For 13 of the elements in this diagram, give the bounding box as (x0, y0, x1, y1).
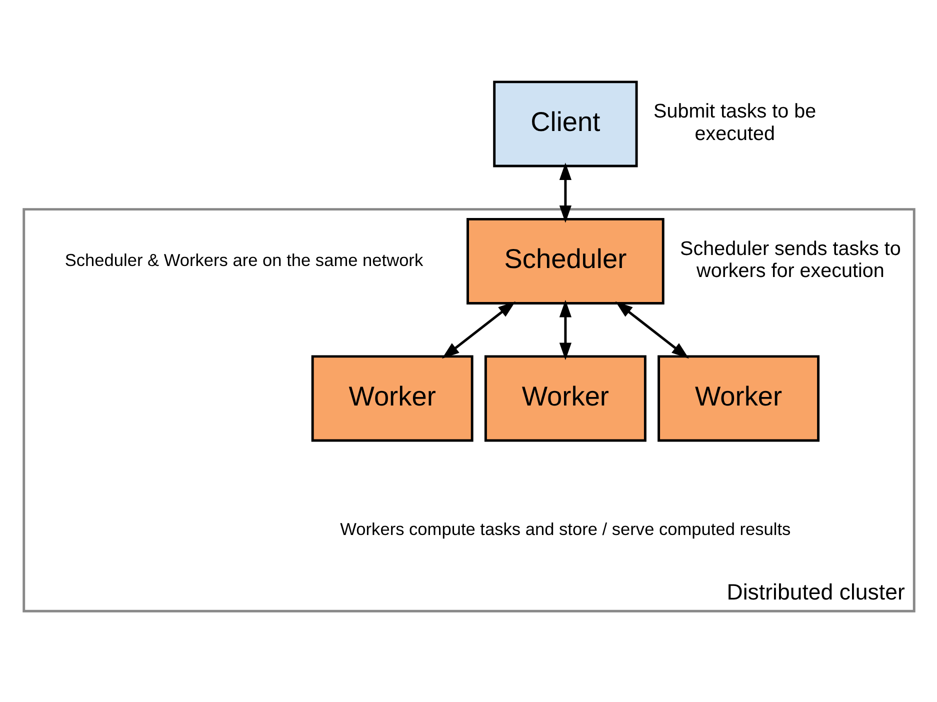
node-box: Worker (657, 354, 820, 442)
node-label: Scheduler sends tasks to workers for execution (680, 237, 900, 282)
node-box: Worker (310, 354, 473, 442)
node-box: Scheduler (466, 217, 664, 304)
arrow (441, 300, 516, 358)
node-box: Client (492, 80, 638, 167)
node-box: Worker (484, 354, 646, 442)
node-label: Submit tasks to be executed (653, 100, 816, 144)
label: Scheduler & Workers are on the same network (64, 249, 423, 270)
arrow (558, 299, 572, 360)
label: Workers compute tasks and store / serve computed results (340, 518, 790, 538)
arrow (558, 162, 572, 222)
arrow (614, 300, 688, 358)
